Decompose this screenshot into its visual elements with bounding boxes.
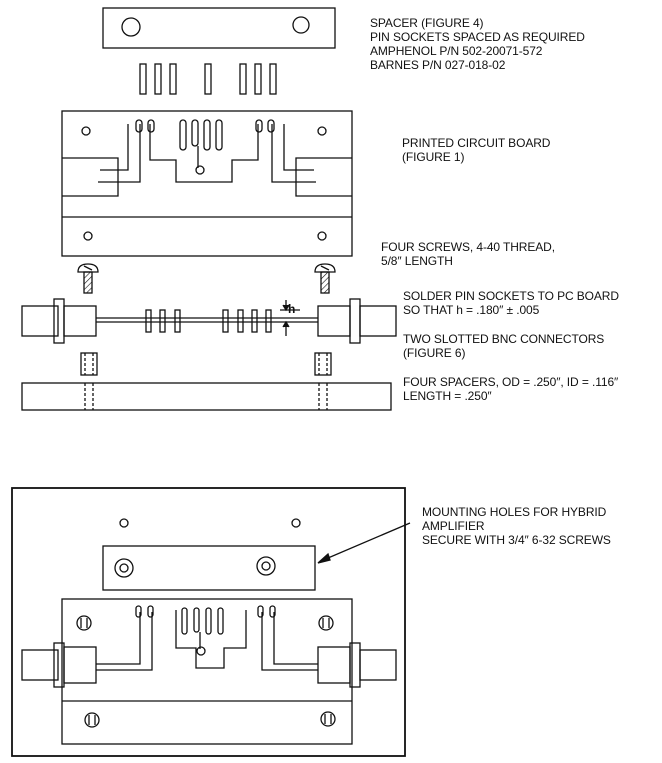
label-line: SECURE WITH 3/4″ 6-32 SCREWS: [422, 533, 611, 547]
label-mounting: MOUNTING HOLES FOR HYBRID AMPLIFIER SECU…: [422, 505, 611, 547]
label-line: PRINTED CIRCUIT BOARD: [402, 136, 551, 150]
label-line: BARNES P/N 027-018-02: [370, 58, 506, 72]
label-bnc: TWO SLOTTED BNC CONNECTORS (FIGURE 6): [403, 332, 604, 360]
assembled-view: [11, 487, 406, 757]
label-screws: FOUR SCREWS, 4-40 THREAD, 5/8″ LENGTH: [381, 240, 555, 268]
label-line: MOUNTING HOLES FOR HYBRID: [422, 505, 607, 519]
label-spacers: FOUR SPACERS, OD = .250″, ID = .116″ LEN…: [403, 375, 618, 403]
label-line: SO THAT h = .180″ ± .005: [403, 303, 540, 317]
spacer-bar: [102, 7, 336, 49]
label-line: 5/8″ LENGTH: [381, 254, 453, 268]
label-spacer: SPACER (FIGURE 4) PIN SOCKETS SPACED AS …: [370, 16, 585, 72]
leader-arrow: [317, 522, 411, 564]
standoff-spacers: [80, 352, 332, 376]
label-line: PIN SOCKETS SPACED AS REQUIRED: [370, 30, 585, 44]
label-line: FOUR SCREWS, 4-40 THREAD,: [381, 240, 555, 254]
label-line: AMPLIFIER: [422, 519, 485, 533]
label-line: SOLDER PIN SOCKETS TO PC BOARD: [403, 289, 619, 303]
label-pcb: PRINTED CIRCUIT BOARD (FIGURE 1): [402, 136, 550, 164]
label-line: LENGTH = .250″: [403, 389, 492, 403]
label-line: TWO SLOTTED BNC CONNECTORS: [403, 332, 605, 346]
screws: [77, 263, 336, 294]
label-line: (FIGURE 1): [402, 150, 465, 164]
dimension-h-label: h: [288, 302, 296, 316]
printed-circuit-board: [61, 110, 353, 257]
label-line: (FIGURE 6): [403, 346, 466, 360]
label-line: AMPHENOL P/N 502-20071-572: [370, 44, 543, 58]
base-plate: [21, 382, 392, 411]
side-assembly: [21, 298, 397, 344]
label-line: FOUR SPACERS, OD = .250″, ID = .116″: [403, 375, 619, 389]
pin-sockets: [139, 63, 277, 95]
label-solder: SOLDER PIN SOCKETS TO PC BOARD SO THAT h…: [403, 289, 619, 317]
label-line: SPACER (FIGURE 4): [370, 16, 484, 30]
